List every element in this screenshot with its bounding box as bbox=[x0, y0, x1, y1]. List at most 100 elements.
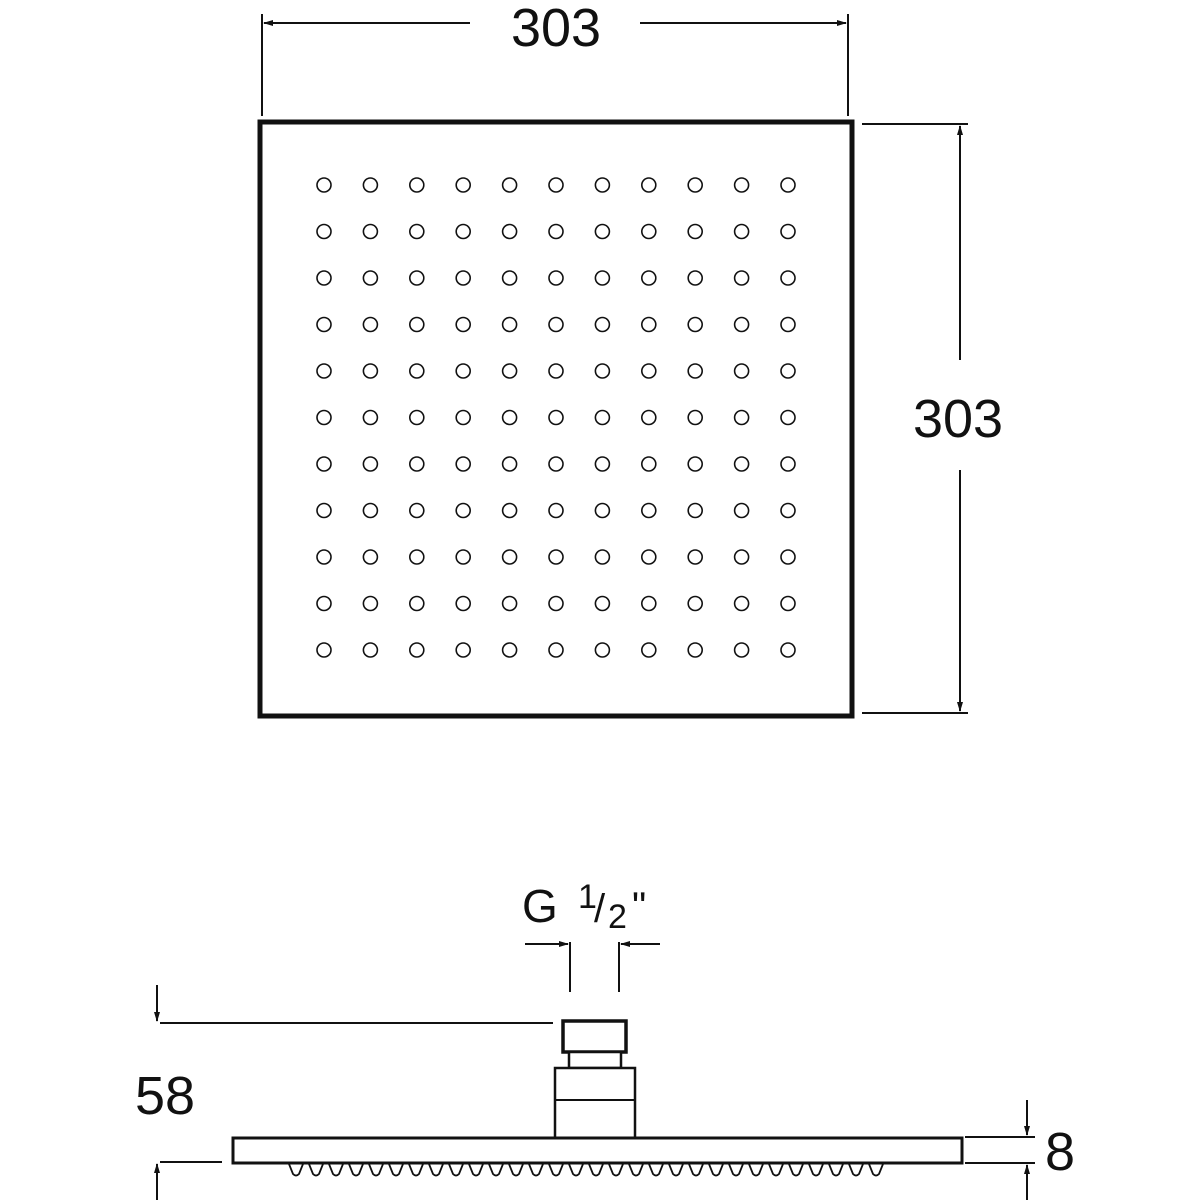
nozzle-hole bbox=[455, 177, 472, 193]
nozzle-hole bbox=[455, 642, 472, 658]
nozzle-hole bbox=[501, 270, 518, 286]
nozzle-hole bbox=[594, 223, 611, 240]
nozzle-hole bbox=[780, 363, 796, 379]
nozzle-hole bbox=[640, 642, 657, 658]
nozzle-hole bbox=[780, 642, 796, 658]
top-height-dimension bbox=[862, 123, 968, 714]
nozzle-hole bbox=[687, 363, 704, 379]
side-nozzle bbox=[448, 1163, 464, 1177]
nozzle-hole bbox=[640, 223, 657, 240]
nozzle-hole bbox=[733, 177, 750, 193]
side-nozzles bbox=[288, 1163, 884, 1177]
nozzle-hole bbox=[594, 177, 611, 193]
nozzle-hole bbox=[594, 456, 611, 472]
side-nozzle bbox=[568, 1163, 584, 1177]
side-nozzle bbox=[468, 1163, 484, 1177]
side-nozzle bbox=[768, 1163, 784, 1177]
nozzle-hole bbox=[455, 502, 472, 519]
nozzle-hole bbox=[408, 409, 425, 426]
nozzle-hole bbox=[594, 595, 611, 612]
nozzle-hole bbox=[501, 316, 518, 333]
side-nozzle bbox=[528, 1163, 544, 1177]
nozzle-hole bbox=[316, 549, 332, 565]
nozzle-hole bbox=[733, 316, 750, 333]
nozzle-hole bbox=[594, 502, 611, 519]
nozzle-hole bbox=[548, 177, 564, 193]
side-nozzle bbox=[368, 1163, 384, 1177]
nozzle-hole bbox=[548, 223, 564, 240]
side-nozzle bbox=[848, 1163, 864, 1177]
nozzle-hole bbox=[501, 456, 518, 472]
nozzle-hole bbox=[408, 642, 425, 658]
side-nozzle bbox=[428, 1163, 444, 1177]
nozzle-hole bbox=[687, 642, 704, 658]
nozzle-hole bbox=[733, 642, 750, 658]
top-width-dimension bbox=[261, 14, 849, 116]
nozzle-hole bbox=[408, 270, 425, 286]
nozzle-hole bbox=[316, 502, 332, 519]
nozzle-hole bbox=[548, 409, 564, 426]
nozzle-hole bbox=[733, 270, 750, 286]
nozzle-hole bbox=[316, 456, 332, 472]
side-nozzle bbox=[308, 1163, 324, 1177]
nozzle-hole bbox=[408, 456, 425, 472]
fitting-neck bbox=[567, 1050, 623, 1070]
nozzle-hole bbox=[501, 642, 518, 658]
nozzle-hole bbox=[640, 595, 657, 612]
nozzle-hole bbox=[594, 270, 611, 286]
nozzle-hole bbox=[408, 595, 425, 612]
thread-fraction-slash: / bbox=[594, 887, 606, 931]
nozzle-hole bbox=[687, 409, 704, 426]
side-nozzle bbox=[628, 1163, 644, 1177]
nozzle-hole bbox=[548, 549, 564, 565]
side-nozzle bbox=[508, 1163, 524, 1177]
nozzle-hole bbox=[687, 549, 704, 565]
nozzle-hole bbox=[316, 316, 332, 333]
nozzle-hole bbox=[455, 223, 472, 240]
nozzle-hole bbox=[408, 316, 425, 333]
nozzle-hole bbox=[594, 316, 611, 333]
side-nozzle bbox=[728, 1163, 744, 1177]
nozzle-hole bbox=[316, 409, 332, 426]
nozzle-hole bbox=[408, 177, 425, 193]
side-nozzle bbox=[408, 1163, 424, 1177]
nozzle-hole bbox=[362, 502, 379, 519]
thread-dimension bbox=[525, 941, 660, 992]
nozzle-hole bbox=[501, 549, 518, 565]
shower-plate-side-view bbox=[231, 1136, 964, 1165]
nozzle-hole bbox=[594, 363, 611, 379]
nozzle-hole bbox=[362, 642, 379, 658]
nozzle-hole bbox=[362, 316, 379, 333]
nozzle-hole bbox=[780, 223, 796, 240]
nozzle-hole bbox=[687, 316, 704, 333]
nozzle-hole bbox=[316, 270, 332, 286]
nozzle-hole bbox=[455, 363, 472, 379]
nozzle-hole bbox=[501, 363, 518, 379]
nozzle-hole bbox=[501, 177, 518, 193]
nozzle-hole bbox=[780, 270, 796, 286]
nozzle-hole bbox=[316, 223, 332, 240]
side-nozzle bbox=[648, 1163, 664, 1177]
side-nozzle bbox=[688, 1163, 704, 1177]
nozzle-hole bbox=[640, 549, 657, 565]
shower-plate-top-view bbox=[257, 119, 855, 719]
side-nozzle bbox=[668, 1163, 684, 1177]
nozzle-hole bbox=[548, 363, 564, 379]
nozzle-hole bbox=[362, 409, 379, 426]
nozzle-hole bbox=[780, 316, 796, 333]
nozzle-hole bbox=[455, 456, 472, 472]
thread-fraction-den: 2 bbox=[608, 898, 627, 936]
side-nozzle bbox=[748, 1163, 764, 1177]
thread-unit: " bbox=[632, 885, 646, 929]
nozzle-hole bbox=[548, 642, 564, 658]
nozzle-hole bbox=[594, 549, 611, 565]
nozzle-hole bbox=[362, 549, 379, 565]
nozzle-hole bbox=[733, 456, 750, 472]
fitting-body bbox=[553, 1066, 637, 1140]
nozzle-hole bbox=[733, 363, 750, 379]
nozzle-hole bbox=[501, 595, 518, 612]
side-nozzle bbox=[788, 1163, 804, 1177]
nozzle-hole bbox=[548, 456, 564, 472]
side-nozzle bbox=[588, 1163, 604, 1177]
